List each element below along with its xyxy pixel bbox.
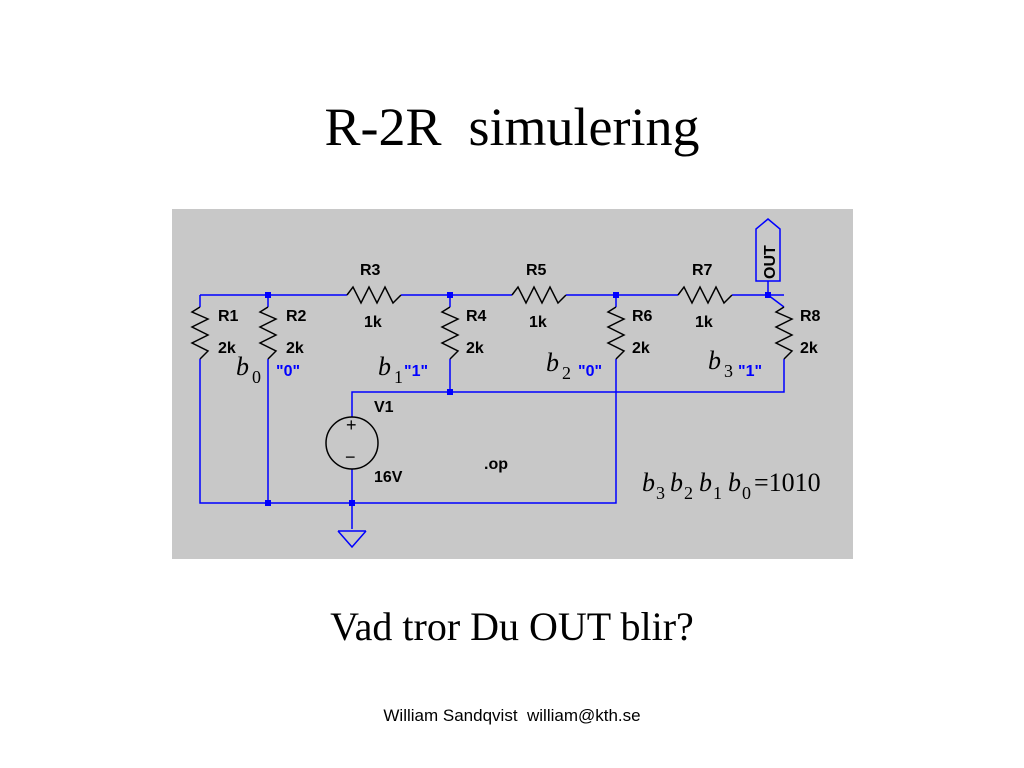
ground-symbol	[337, 530, 367, 549]
voltage-source-v1: + −	[325, 415, 379, 470]
code-letter: b	[728, 468, 741, 497]
footer-author: William Sandqvist william@kth.se	[383, 706, 641, 725]
code-letter: b	[699, 468, 712, 497]
r5-value: 1k	[529, 314, 547, 331]
bit-b2-index: 2	[562, 363, 571, 383]
out-flag: OUT	[755, 218, 781, 282]
code-letter: b	[670, 468, 683, 497]
bit-b0-state: "0"	[276, 363, 300, 380]
bit-b2-letter: b	[546, 348, 559, 377]
bit-b1-index: 1	[394, 367, 403, 387]
resistor-labels: R1 2k R2 2k R3 1k R4 2k R5 1k R6 2k R7 1…	[218, 262, 821, 357]
resistor-r5-symbol	[511, 285, 567, 305]
schematic-svg: + − OUT R1 2k R2 2k R3 1k R4 2k R5 1k R6…	[190, 218, 821, 549]
junctions	[265, 292, 771, 506]
resistor-r6-symbol	[606, 306, 626, 360]
supply-wire	[351, 359, 785, 417]
junction-dot	[765, 292, 771, 298]
r8-name: R8	[800, 308, 821, 325]
bottom-wire	[268, 383, 617, 504]
bit-b3-index: 3	[724, 361, 733, 381]
resistor-r4-symbol	[440, 306, 460, 360]
code-index: 3	[656, 483, 665, 503]
r1-value: 2k	[218, 340, 236, 357]
r5-name: R5	[526, 262, 547, 279]
resistor-r3-symbol	[346, 285, 402, 305]
r8-value: 2k	[800, 340, 818, 357]
resistor-r1-symbol	[190, 306, 210, 360]
junction-dot	[349, 500, 355, 506]
junction-dot	[265, 500, 271, 506]
code-index: 0	[742, 483, 751, 503]
horizontal-resistors	[346, 285, 733, 305]
r4-value: 2k	[466, 340, 484, 357]
slide-title: R-2R simulering	[324, 97, 700, 157]
r4-name: R4	[466, 308, 487, 325]
out-flag-outline	[755, 218, 781, 282]
r2-name: R2	[286, 308, 307, 325]
bit-b3-state: "1"	[738, 363, 762, 380]
code-letter: b	[642, 468, 655, 497]
code-index: 2	[684, 483, 693, 503]
junction-dot	[447, 292, 453, 298]
resistor-r8-symbol	[774, 306, 794, 360]
binary-code: b 3 b 2 b 1 b 0 =1010	[642, 468, 821, 503]
r3-name: R3	[360, 262, 381, 279]
r7-name: R7	[692, 262, 713, 279]
bit-b1-letter: b	[378, 352, 391, 381]
r2-value: 2k	[286, 340, 304, 357]
resistor-r2-symbol	[258, 306, 278, 360]
v1-plus-sign: +	[346, 415, 357, 435]
question-text: Vad tror Du OUT blir?	[330, 604, 694, 649]
r7-value: 1k	[695, 314, 713, 331]
v1-circle	[325, 416, 379, 470]
junction-dot	[613, 292, 619, 298]
v1-name: V1	[374, 399, 394, 416]
resistor-r7-symbol	[677, 285, 733, 305]
bit-b1-state: "1"	[404, 363, 428, 380]
wire-r1-bottom	[199, 359, 268, 504]
bit-b2-state: "0"	[578, 363, 602, 380]
bit-b0-index: 0	[252, 367, 261, 387]
junction-dot	[265, 292, 271, 298]
op-directive: .op	[484, 456, 508, 473]
code-index: 1	[713, 483, 722, 503]
vertical-resistors	[190, 306, 794, 360]
r6-value: 2k	[632, 340, 650, 357]
r3-value: 1k	[364, 314, 382, 331]
bit-labels: b 0 "0" b 1 "1" b 2 "0" b 3 "1"	[236, 346, 762, 387]
out-label: OUT	[762, 245, 779, 279]
code-result: =1010	[754, 468, 821, 497]
r2r-schematic: + − OUT R1 2k R2 2k R3 1k R4 2k R5 1k R6…	[172, 209, 853, 559]
v1-minus-sign: −	[345, 447, 356, 467]
v1-value: 16V	[374, 469, 403, 486]
junction-dot	[447, 389, 453, 395]
r6-name: R6	[632, 308, 653, 325]
r1-name: R1	[218, 308, 239, 325]
bit-b0-letter: b	[236, 352, 249, 381]
bit-b3-letter: b	[708, 346, 721, 375]
